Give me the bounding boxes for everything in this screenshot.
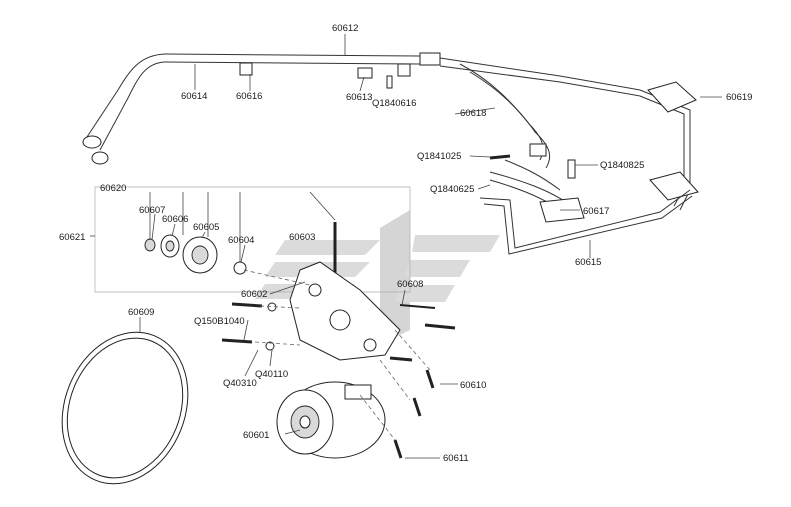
- callout-60616: 60616: [236, 91, 262, 102]
- bolt-Q1840825: [567, 159, 576, 179]
- bolt-Q1840616: [386, 75, 393, 89]
- callout-Q1841025: Q1841025: [417, 151, 461, 162]
- callout-60618: 60618: [460, 108, 486, 119]
- callout-Q1840616: Q1840616: [372, 98, 416, 109]
- callout-60621: 60621: [59, 232, 85, 243]
- callout-60607: 60607: [139, 205, 165, 216]
- callout-Q40110: Q40110: [255, 369, 288, 380]
- callout-60613: 60613: [346, 92, 372, 103]
- callout-Q1840825: Q1840825: [600, 160, 644, 171]
- callout-60620: 60620: [100, 183, 126, 194]
- alignment-lines: [243, 269, 431, 441]
- callout-60606: 60606: [162, 214, 188, 225]
- watermark-logo: [255, 210, 500, 345]
- callout-60605: 60605: [193, 222, 219, 233]
- callout-60615: 60615: [575, 257, 601, 268]
- leader-lines: [90, 34, 722, 459]
- callout-60604: 60604: [228, 235, 254, 246]
- hose-60615: [479, 189, 693, 255]
- hose-60618: [439, 57, 641, 169]
- callout-60602: 60602: [241, 289, 267, 300]
- callout-60612: 60612: [332, 23, 358, 34]
- callout-60617: 60617: [583, 206, 609, 217]
- bracket-bolts: [221, 302, 456, 459]
- bolt-Q1841025: [489, 154, 511, 160]
- callout-60610: 60610: [460, 380, 486, 391]
- callout-60614: 60614: [181, 91, 207, 102]
- compressor-60601: [276, 381, 386, 459]
- callout-60601: 60601: [243, 430, 269, 441]
- callout-labels: 60612 60614 60616 60613 Q1840616 60618 6…: [59, 23, 752, 464]
- callout-Q1840625: Q1840625: [430, 184, 474, 195]
- callout-Q40310: Q40310: [223, 378, 257, 389]
- callout-Q150B1040: Q150B1040: [194, 316, 245, 327]
- belt-60609: [61, 331, 189, 485]
- callout-60608: 60608: [397, 279, 423, 290]
- callout-60611: 60611: [443, 453, 469, 464]
- hose-60612: [82, 52, 441, 165]
- bracket-60602: [289, 261, 401, 361]
- pulley-assembly: [144, 222, 337, 275]
- callout-60609: 60609: [128, 307, 154, 318]
- callout-60603: 60603: [289, 232, 315, 243]
- callout-60619: 60619: [726, 92, 752, 103]
- kit-box-60620: [94, 186, 411, 293]
